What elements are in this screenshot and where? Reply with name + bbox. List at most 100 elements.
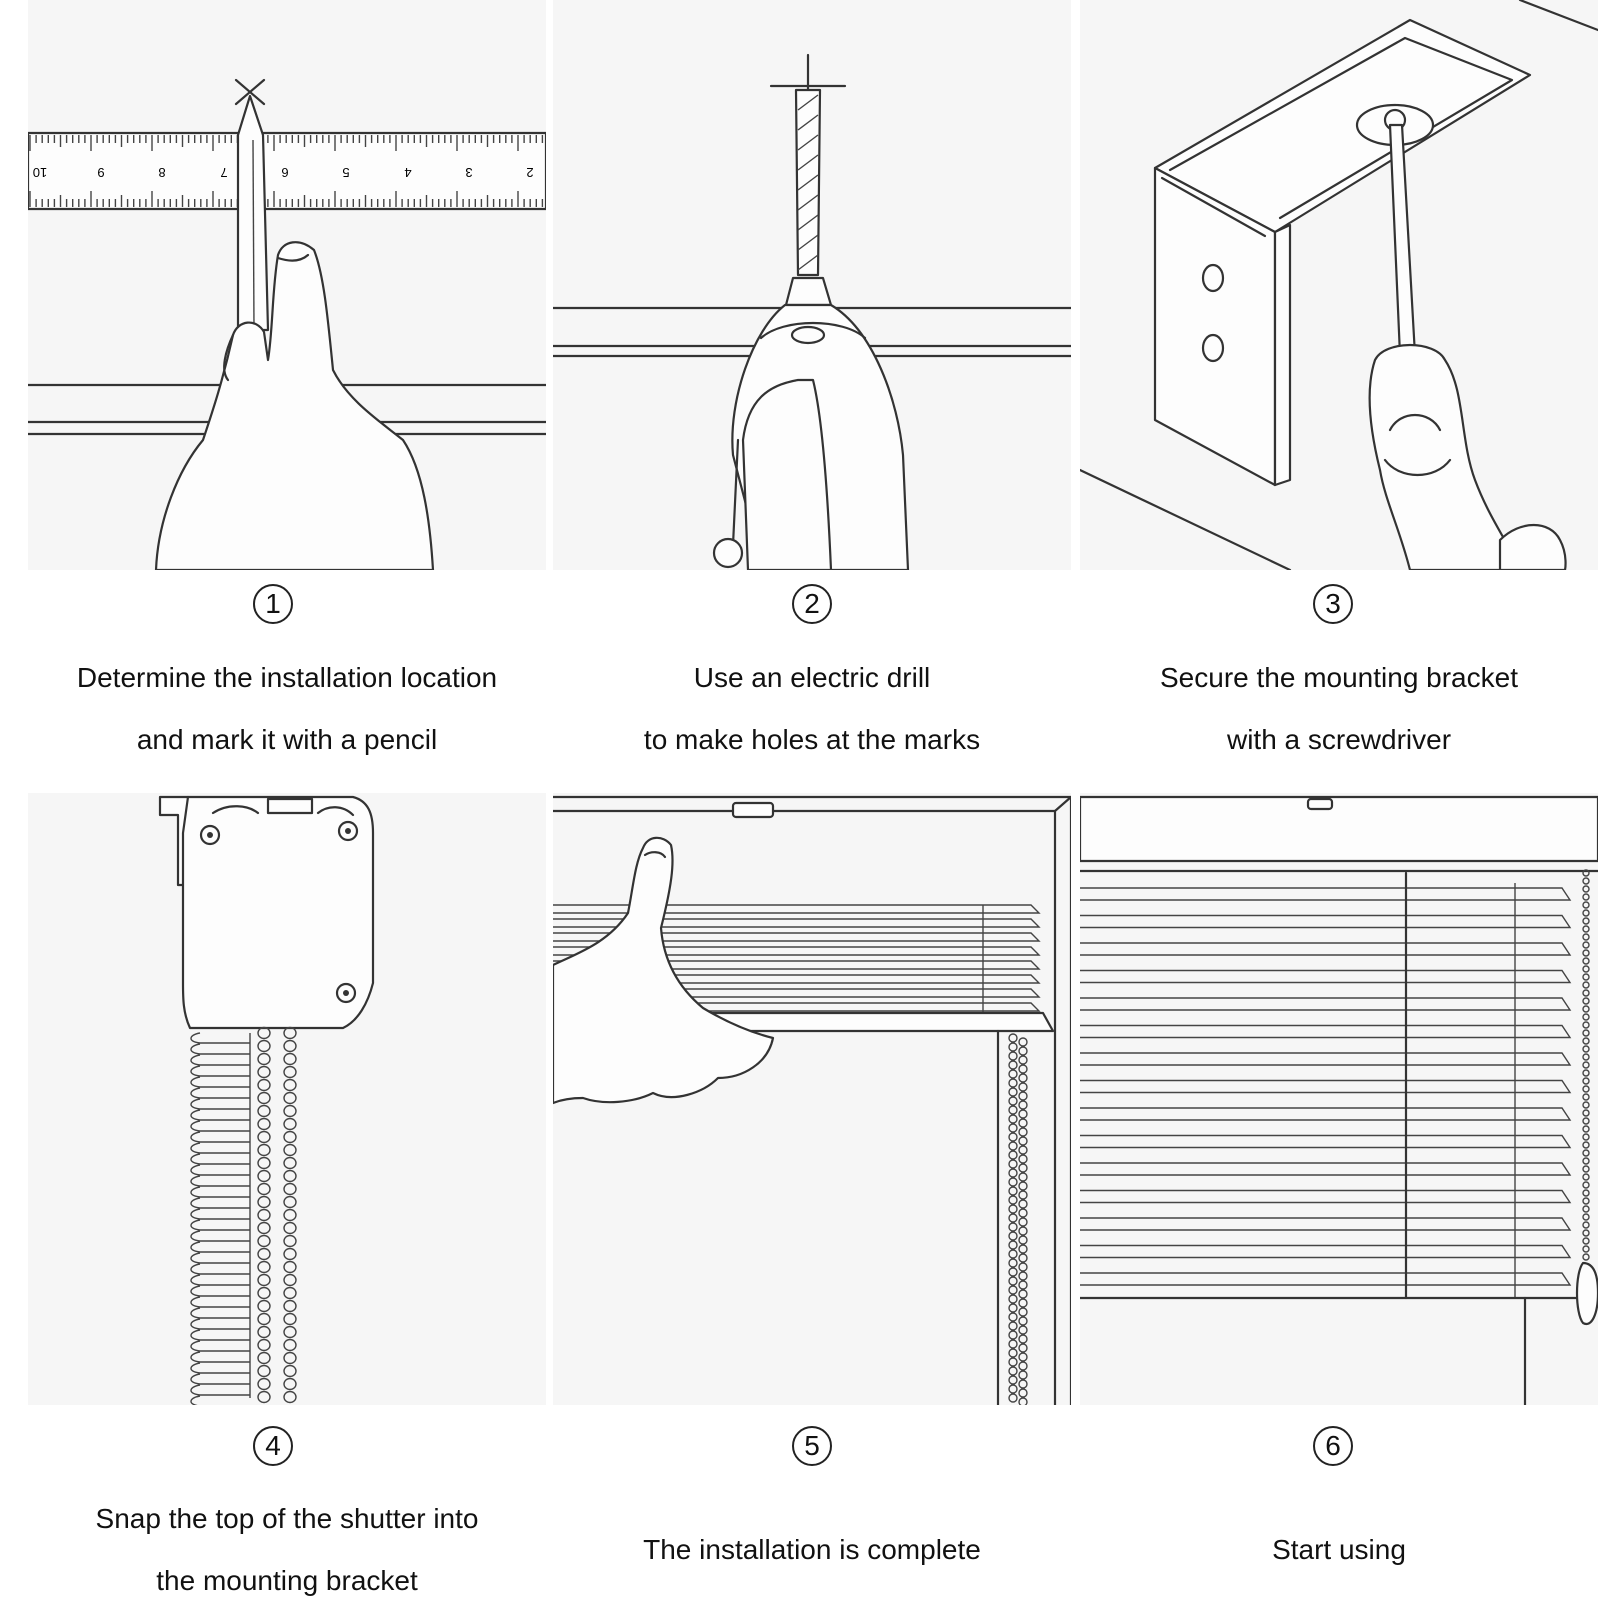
chain-bead [1018, 1145, 1028, 1155]
chain-bead [1008, 1132, 1018, 1142]
chain-bead [1008, 1312, 1018, 1322]
cord-coil [190, 1384, 250, 1396]
wand-bead [1582, 901, 1590, 909]
cord-coil [190, 1296, 250, 1308]
cord-coil [190, 1351, 250, 1363]
chain-bead [1018, 1379, 1028, 1389]
wand-bead [1582, 1029, 1590, 1037]
blind-slat [1080, 887, 1572, 901]
blind-slat [1080, 1217, 1572, 1231]
ruler-label: 6 [281, 165, 288, 180]
chain-bead [1018, 1082, 1028, 1092]
chain-bead [1018, 1109, 1028, 1119]
wand-bead [1582, 877, 1590, 885]
coiled-cord [190, 1032, 251, 1405]
wand-bead [1582, 1005, 1590, 1013]
chain-bead [1018, 1100, 1028, 1110]
chain-bead [283, 1039, 297, 1053]
chain-bead [283, 1130, 297, 1144]
chain-bead [1008, 1141, 1018, 1151]
chain-bead [257, 1325, 271, 1339]
chain-bead [1008, 1330, 1018, 1340]
ruler-label: 9 [97, 165, 104, 180]
blind-slat [553, 932, 1041, 942]
wand-tip [1575, 1261, 1598, 1326]
chain-bead [1008, 1078, 1018, 1088]
step-6-caption: Start using [1272, 1534, 1406, 1565]
chain-bead [1008, 1384, 1018, 1394]
cord-coil [190, 1043, 250, 1055]
wand-bead [1582, 941, 1590, 949]
chain-bead [1018, 1073, 1028, 1083]
chain-bead [1018, 1235, 1028, 1245]
chain-bead [1018, 1154, 1028, 1164]
chain-bead [1008, 1042, 1018, 1052]
chain-bead [257, 1338, 271, 1352]
chain-bead [283, 1182, 297, 1196]
wand-bead [1582, 1245, 1590, 1253]
wand-bead [1582, 997, 1590, 1005]
chain-bead [1018, 1244, 1028, 1254]
chain-bead [283, 1078, 297, 1092]
step-6-number: 6 [1313, 1426, 1353, 1466]
cord-coil [190, 1219, 250, 1231]
chain-bead [283, 1091, 297, 1105]
chain-bead [257, 1052, 271, 1066]
blind-slat [553, 946, 1041, 956]
blind-slat [553, 988, 1041, 998]
chain-bead [257, 1143, 271, 1157]
blind-slat [553, 960, 1041, 970]
chain-bead [283, 1325, 297, 1339]
chain-bead [283, 1234, 297, 1248]
wand-bead [1582, 1021, 1590, 1029]
chain-bead [283, 1208, 297, 1222]
chain-bead [257, 1299, 271, 1313]
wand-bead [1582, 1229, 1590, 1237]
step-4-caption-line1: Snap the top of the shutter into [95, 1503, 479, 1534]
chain-bead [257, 1078, 271, 1092]
cord-coil [190, 1131, 250, 1143]
chain-bead [283, 1338, 297, 1352]
cord-coil [190, 1153, 250, 1165]
bead-chain [1008, 1033, 1028, 1405]
wand-bead [1582, 989, 1590, 997]
drill-cord-bead [712, 537, 744, 569]
chain-bead [1008, 1204, 1018, 1214]
wand-bead [1582, 1125, 1590, 1133]
chain-bead [283, 1221, 297, 1235]
chain-bead [257, 1208, 271, 1222]
shutter-head-box [181, 795, 375, 1030]
wand-bead [1582, 1013, 1590, 1021]
bead-chain [257, 1026, 271, 1404]
chain-bead [1008, 1393, 1018, 1403]
step-2-illustration [553, 0, 1071, 570]
wand-bead [1582, 1085, 1590, 1093]
wand-bead [1582, 1157, 1590, 1165]
wand-bead [1582, 925, 1590, 933]
wand-bead [1582, 1117, 1590, 1125]
wand-bead [1582, 1181, 1590, 1189]
chain-bead [1008, 1357, 1018, 1367]
chain-bead [283, 1260, 297, 1274]
chain-bead [1008, 1096, 1018, 1106]
chain-bead [283, 1273, 297, 1287]
chain-bead [1018, 1208, 1028, 1218]
chain-bead [1008, 1222, 1018, 1232]
chain-bead [283, 1390, 297, 1404]
chain-bead [257, 1104, 271, 1118]
chain-bead [1008, 1150, 1018, 1160]
cord-coil [190, 1318, 250, 1330]
ruler-label: 8 [158, 165, 165, 180]
wand-bead [1582, 1061, 1590, 1069]
step-3-number: 3 [1313, 584, 1353, 624]
blind-slat [1080, 1272, 1572, 1286]
chain-bead [257, 1221, 271, 1235]
chain-bead [257, 1286, 271, 1300]
chain-bead [1008, 1348, 1018, 1358]
chain-bead [283, 1143, 297, 1157]
chain-bead [1008, 1276, 1018, 1286]
wand-bead [1582, 949, 1590, 957]
blind-slat [1080, 1189, 1572, 1204]
cord-coil [190, 1208, 250, 1220]
cord-coil [190, 1065, 250, 1077]
